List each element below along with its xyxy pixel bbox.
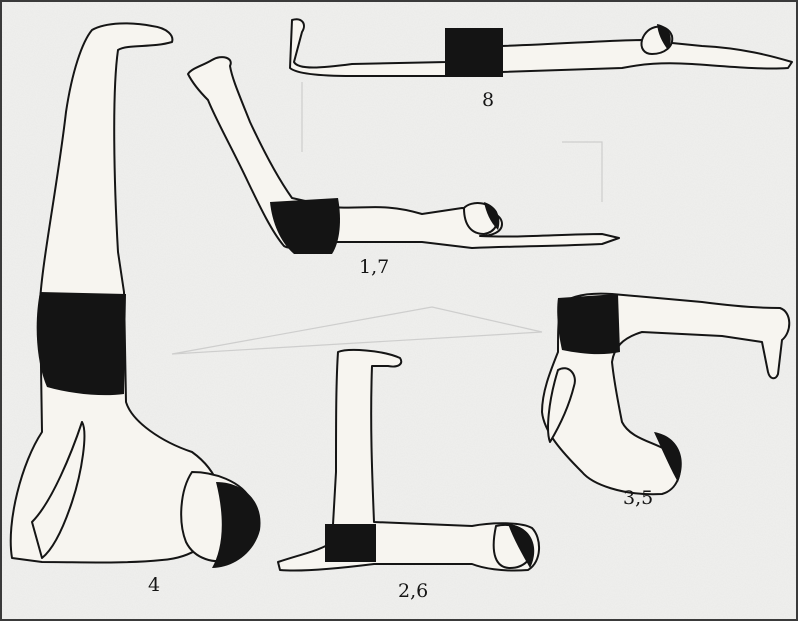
pose-2-6-label: 2,6 <box>398 582 428 601</box>
pose-8-label: 8 <box>482 91 494 110</box>
pose-3-5-label: 3,5 <box>623 489 653 508</box>
pose-2-6-shorts <box>325 524 376 562</box>
pose-1-7-label: 1,7 <box>359 258 389 277</box>
pose-4-shorts <box>37 292 126 395</box>
pose-8-shorts <box>445 28 503 77</box>
pose-3-5-shorts <box>557 294 620 354</box>
pose-4-label: 4 <box>148 576 160 595</box>
